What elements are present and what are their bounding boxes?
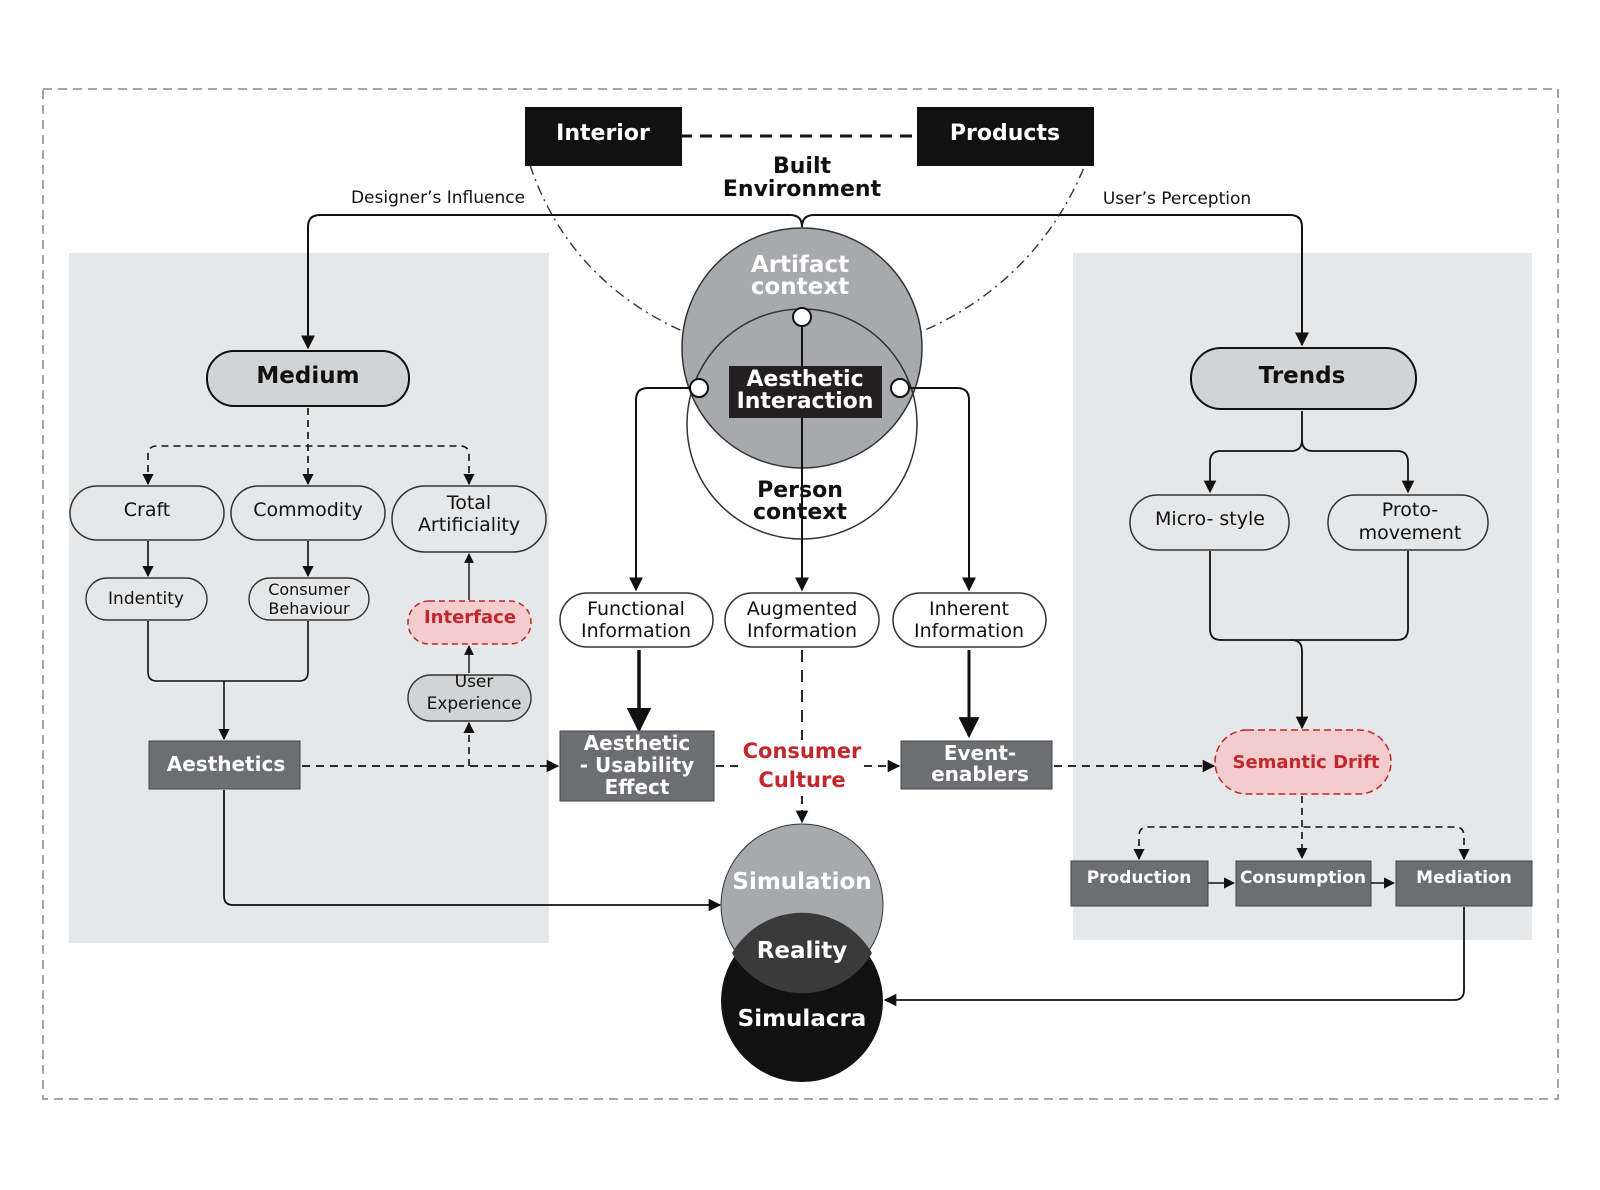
consumer-culture-line1: Consumer [743, 739, 862, 763]
consumption-box [1235, 860, 1372, 907]
user-experience-line2: Experience [427, 694, 522, 714]
built-environment-line2: Environment [723, 177, 882, 202]
proto-movement-line1: Proto- [1382, 499, 1438, 521]
simulacra-label: Simulacra [738, 1006, 867, 1032]
mediation-label: Mediation [1416, 868, 1512, 888]
identity-label: Indentity [108, 589, 184, 609]
interface-pill [407, 600, 532, 645]
inherent-branch [900, 387, 976, 592]
trends-merge-arrow [1290, 639, 1309, 730]
designer-influence-label: Designer’s Influence [351, 188, 525, 208]
micro-style-label: Micro- style [1155, 508, 1265, 530]
total-artificiality-line2: Artificiality [418, 514, 520, 536]
aesthetic-interaction-line2: Interaction [737, 389, 874, 414]
functional-information-line2: Information [581, 620, 691, 642]
commodity-label: Commodity [253, 499, 363, 521]
interior-label: Interior [556, 121, 650, 146]
simulation-label: Simulation [732, 869, 871, 895]
production-label: Production [1087, 868, 1192, 888]
reality-label: Reality [757, 938, 848, 964]
inherent-information-line1: Inherent [929, 598, 1009, 620]
mediation-box [1395, 860, 1533, 907]
inherent-information-line2: Information [914, 620, 1024, 642]
products-box: Products [917, 107, 1094, 166]
consumer-behaviour-line2: Behaviour [268, 599, 350, 618]
consumer-behaviour-line1: Consumer [268, 580, 350, 599]
medium-branch [147, 445, 470, 484]
user-experience-pill [407, 674, 532, 722]
proto-movement-line2: movement [1359, 522, 1462, 544]
consumer-behaviour-pill [248, 577, 370, 621]
designer-influence-connector [301, 214, 803, 350]
person-context-line2: context [753, 500, 847, 525]
functional-information-pill [559, 592, 714, 648]
inherent-information-pill [892, 592, 1047, 648]
node-top [792, 307, 812, 327]
products-label: Products [950, 121, 1060, 146]
artifact-context-line1: Artifact [751, 252, 849, 278]
medium-label: Medium [256, 363, 359, 389]
functional-information-line1: Functional [587, 598, 685, 620]
proto-movement-pill [1327, 494, 1489, 551]
aesthetics-label: Aesthetics [167, 752, 286, 776]
trends-label: Trends [1259, 363, 1346, 389]
semantic-branch [1138, 826, 1465, 858]
trends-merge [1209, 551, 1409, 641]
total-artificiality-line1: Total [446, 492, 491, 514]
interior-box: Interior [525, 107, 682, 166]
event-enablers-box [900, 740, 1053, 790]
augmented-information-line1: Augmented [747, 598, 858, 620]
augmented-information-line2: Information [747, 620, 857, 642]
craft-pill [69, 485, 225, 541]
trends-branch-right [1301, 439, 1415, 494]
mediation-to-simulacra [883, 907, 1465, 1007]
person-context-line1: Person [757, 478, 843, 503]
trends-pill [1190, 347, 1417, 410]
augmented-information-pill [724, 592, 880, 648]
functional-branch [629, 387, 699, 592]
commodity-pill [230, 485, 386, 541]
aesthetics-to-simulation [223, 790, 722, 912]
node-right [890, 378, 910, 398]
user-perception-label: User’s Perception [1103, 189, 1251, 209]
consumer-culture-line2: Culture [758, 768, 845, 792]
outer-frame [42, 88, 1559, 1100]
micro-style-pill [1129, 494, 1290, 551]
aesthetic-interaction-box [729, 366, 882, 418]
aue-line1: Aesthetic [584, 731, 691, 755]
production-box [1070, 860, 1209, 907]
node-left [689, 378, 709, 398]
aesthetic-usability-effect-box [559, 730, 715, 802]
artifact-context-line2: context [751, 274, 849, 300]
semantic-drift-pill [1214, 729, 1392, 795]
aesthetics-box [148, 740, 301, 790]
trends-branch [1203, 411, 1303, 494]
medium-pill [206, 350, 410, 407]
user-experience-line1: User [455, 672, 494, 692]
interface-label: Interface [424, 607, 516, 628]
event-enablers-line1: Event- [944, 741, 1016, 765]
aue-line2: - Usability [580, 753, 694, 777]
semantic-drift-label: Semantic Drift [1232, 752, 1379, 773]
reality-overlap [732, 912, 872, 994]
merge-to-aesthetics [147, 621, 309, 682]
built-environment-line1: Built [773, 154, 832, 179]
user-perception-connector [801, 214, 1309, 347]
event-enablers-line2: enablers [931, 762, 1029, 786]
craft-label: Craft [124, 499, 171, 521]
aue-line3: Effect [605, 775, 670, 799]
total-artificiality-pill [391, 485, 547, 553]
consumption-label: Consumption [1240, 868, 1366, 888]
aesthetic-interaction-line1: Aesthetic [746, 367, 863, 392]
identity-pill [85, 577, 208, 621]
